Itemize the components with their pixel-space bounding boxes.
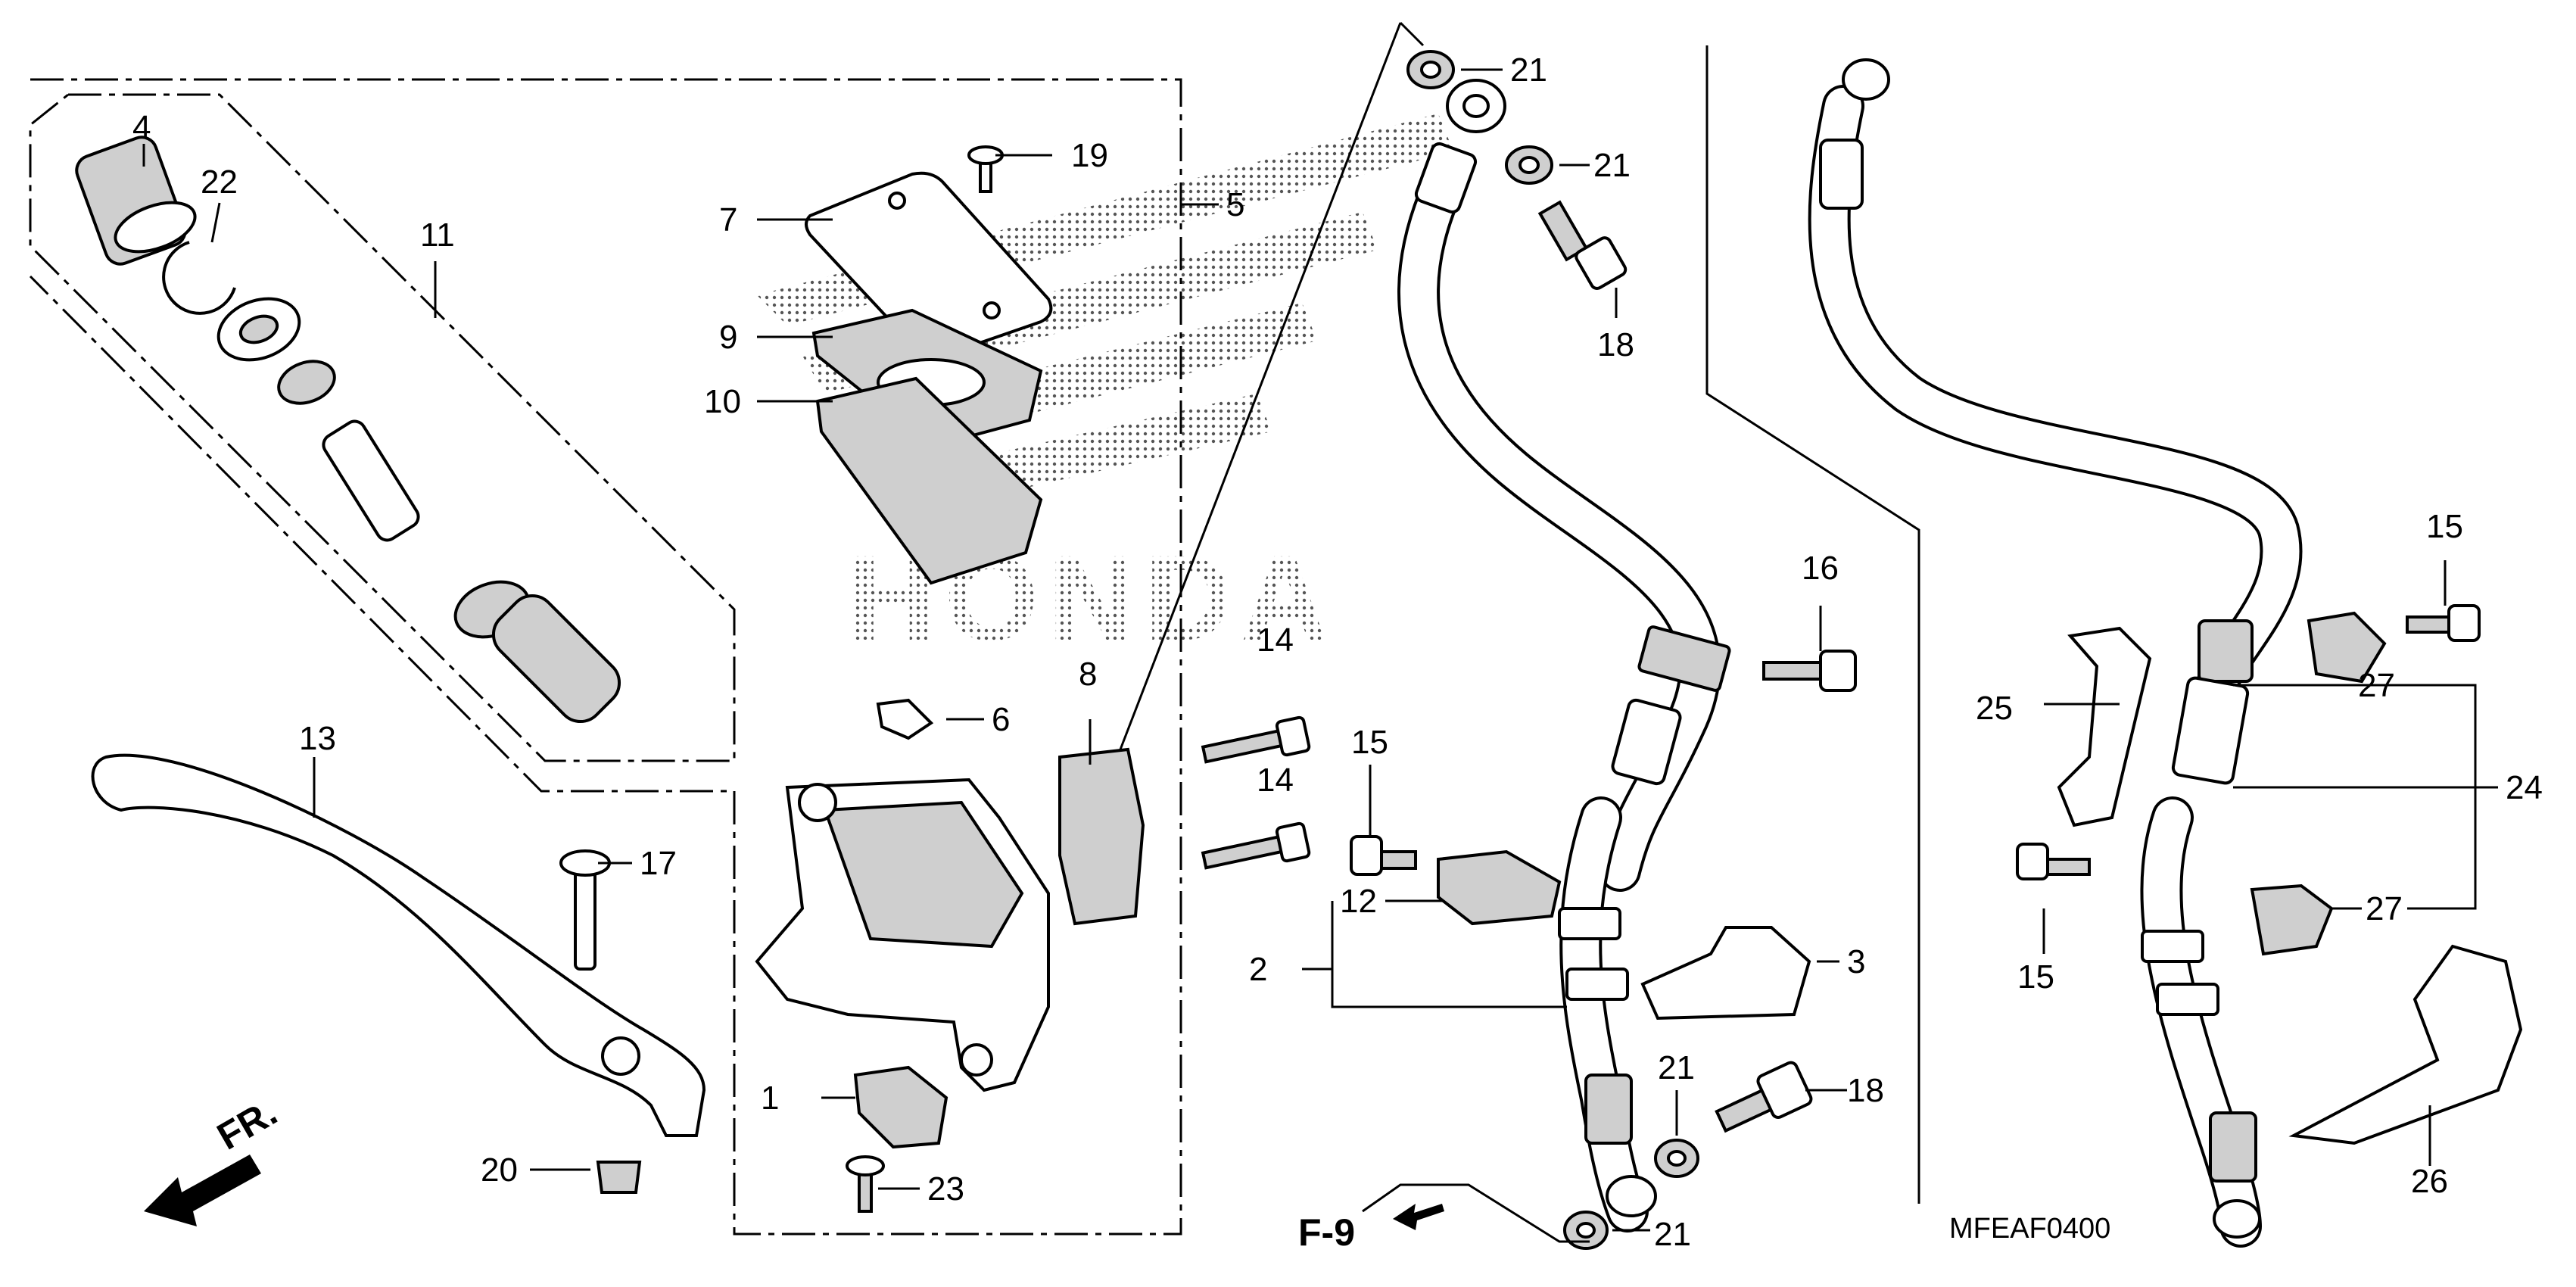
label-p18b: 18 [1847,1072,1884,1109]
diagram-code: MFEAF0400 [1949,1213,2110,1245]
stop-switch [853,1065,948,1149]
label-p3: 3 [1847,943,1865,980]
part-labels: 4 22 11 7 9 10 19 5 6 8 13 17 14 14 1 23… [132,51,2543,1253]
stay-3 [1640,926,1811,1021]
label-p23: 23 [927,1170,964,1208]
label-p21b: 21 [1593,147,1631,184]
label-p22: 22 [201,164,238,201]
label-p21d: 21 [1654,1216,1691,1253]
hose-clamp-12 [1437,849,1562,926]
label-p27a: 27 [2358,667,2395,704]
label-p27b: 27 [2366,890,2403,927]
label-p21c: 21 [1658,1049,1695,1086]
label-p15c: 15 [2017,958,2054,996]
f9-reference: F-9 [1298,1204,1444,1254]
label-p14a: 14 [1257,622,1294,659]
label-p14b: 14 [1257,762,1294,799]
label-p2: 2 [1249,951,1267,988]
brake-hose-right [1808,58,2303,1248]
leader-lines [142,21,2498,1243]
label-p25: 25 [1976,690,2013,727]
master-cylinder-holder [1058,747,1145,926]
label-p5: 5 [1226,186,1244,223]
brake-hose-lower [1558,796,1657,1232]
front-label: FR. [210,1091,285,1158]
right-panel-divider [1705,45,1920,1204]
label-p19: 19 [1071,137,1108,174]
label-p4: 4 [132,109,151,146]
label-p12: 12 [1340,883,1377,920]
label-p26: 26 [2411,1163,2448,1200]
lever-nut [596,1161,642,1194]
label-p17: 17 [640,845,677,882]
label-p1: 1 [761,1080,779,1117]
label-p20: 20 [481,1151,518,1189]
brake-lever [91,753,706,1137]
group-box-left [29,78,1182,1236]
label-p15a: 15 [1351,724,1388,761]
piston-kit [75,136,621,724]
washers-bolts [1350,50,1857,1250]
label-p13: 13 [299,720,336,757]
label-p18a: 18 [1597,326,1634,363]
brackets-right [2016,604,2523,1145]
label-p11: 11 [420,217,455,254]
front-arrow-icon: FR. [144,1091,284,1226]
label-p24: 24 [2506,769,2543,806]
screws [846,145,1311,1213]
label-p16: 16 [1802,550,1839,587]
label-p8: 8 [1079,656,1097,693]
diaphragm [815,376,1043,585]
group-box-11 [29,93,736,762]
pivot-bolt [574,862,596,971]
label-p15b: 15 [2426,508,2463,545]
clip-6 [876,698,934,740]
label-p10: 10 [704,383,741,420]
f9-label: F-9 [1298,1211,1355,1254]
label-p9: 9 [719,319,737,356]
label-p6: 6 [992,701,1010,738]
brake-hose-upper [1397,79,1731,892]
label-p21a: 21 [1510,51,1547,89]
label-p7: 7 [719,201,737,238]
